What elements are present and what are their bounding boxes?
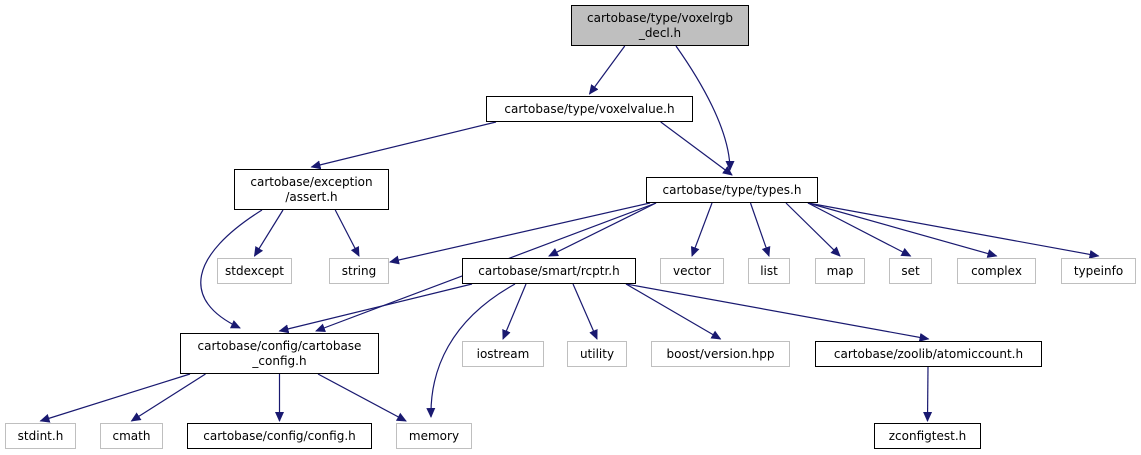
- edge-rcptr-to-utility: [572, 283, 598, 340]
- node-complex-label: complex: [971, 263, 1022, 278]
- edge-assert-to-cartobase-config: [200, 209, 263, 329]
- node-cartobase-config-h[interactable]: cartobase/config/cartobase _config.h: [180, 333, 379, 374]
- node-utility: utility: [567, 341, 627, 367]
- node-assert-h[interactable]: cartobase/exception /assert.h: [234, 169, 389, 210]
- node-map: map: [815, 258, 865, 284]
- edge-types-to-complex: [807, 202, 998, 258]
- node-boost-version-hpp-label: boost/version.hpp: [666, 346, 775, 361]
- edge-voxelvalue-to-assert: [310, 121, 497, 170]
- node-zconfigtest-h-label: zconfigtest.h: [888, 428, 967, 443]
- node-memory-label: memory: [408, 428, 460, 443]
- node-iostream-label: iostream: [476, 346, 530, 361]
- node-rcptr-h[interactable]: cartobase/smart/rcptr.h: [462, 258, 636, 284]
- edge-cartobase-config-to-memory: [317, 373, 407, 422]
- node-cmath-label: cmath: [112, 428, 151, 443]
- node-atomiccount-h[interactable]: cartobase/zoolib/atomiccount.h: [815, 341, 1042, 367]
- node-memory: memory: [396, 423, 472, 449]
- node-cmath: cmath: [100, 423, 163, 449]
- edge-rcptr-to-iostream: [502, 283, 527, 340]
- edge-types-to-vector: [690, 202, 713, 257]
- edge-cartobase-config-to-cmath: [130, 373, 206, 422]
- node-complex: complex: [957, 258, 1036, 284]
- node-config-h-label: cartobase/config/config.h: [203, 428, 356, 443]
- node-typeinfo-label: typeinfo: [1073, 263, 1124, 278]
- node-stdint-h-label: stdint.h: [17, 428, 64, 443]
- node-voxelvalue-h-label: cartobase/type/voxelvalue.h: [504, 101, 675, 116]
- node-assert-h-label: cartobase/exception /assert.h: [250, 174, 373, 204]
- node-utility-label: utility: [579, 346, 615, 361]
- edge-cartobase-config-to-stdint: [39, 373, 191, 423]
- edge-assert-to-stdexcept: [253, 209, 284, 257]
- node-list: list: [748, 258, 790, 284]
- node-atomiccount-h-label: cartobase/zoolib/atomiccount.h: [833, 346, 1024, 361]
- edge-voxelvalue-to-types: [660, 121, 733, 176]
- node-typeinfo: typeinfo: [1061, 258, 1136, 284]
- node-types-h[interactable]: cartobase/type/types.h: [646, 177, 818, 203]
- node-voxelrgb-decl-h-label: cartobase/type/voxelrgb _decl.h: [587, 10, 733, 40]
- edge-rcptr-to-boost-version: [625, 283, 722, 340]
- edge-assert-to-string: [334, 209, 360, 257]
- edge-voxelrgb-decl-to-voxelvalue: [588, 45, 626, 95]
- edge-types-to-rcptr: [548, 202, 657, 257]
- node-voxelvalue-h[interactable]: cartobase/type/voxelvalue.h: [486, 96, 693, 122]
- edge-rcptr-to-memory: [426, 283, 516, 418]
- node-string-label: string: [341, 263, 377, 278]
- node-vector: vector: [660, 258, 724, 284]
- edge-atomiccount-to-zconfigtest: [923, 366, 933, 422]
- edge-voxelrgb-decl-to-types: [675, 45, 735, 171]
- node-voxelrgb-decl-h: cartobase/type/voxelrgb _decl.h: [571, 5, 749, 46]
- node-stdint-h: stdint.h: [5, 423, 76, 449]
- edge-types-to-typeinfo: [807, 202, 1100, 259]
- node-string: string: [329, 258, 389, 284]
- node-boost-version-hpp: boost/version.hpp: [651, 341, 790, 367]
- node-config-h[interactable]: cartobase/config/config.h: [187, 423, 372, 449]
- node-vector-label: vector: [672, 263, 712, 278]
- node-zconfigtest-h[interactable]: zconfigtest.h: [874, 423, 981, 449]
- edge-rcptr-to-atomiccount: [625, 283, 930, 342]
- edge-types-to-string: [389, 202, 651, 265]
- edge-types-to-set: [807, 202, 912, 257]
- node-set-label: set: [901, 263, 920, 278]
- node-iostream: iostream: [462, 341, 544, 367]
- edge-types-to-map: [785, 202, 841, 257]
- node-stdexcept: stdexcept: [217, 258, 292, 284]
- node-map-label: map: [826, 263, 854, 278]
- node-list-label: list: [760, 263, 778, 278]
- node-rcptr-h-label: cartobase/smart/rcptr.h: [478, 263, 620, 278]
- node-stdexcept-label: stdexcept: [225, 263, 284, 278]
- edge-types-to-list: [749, 202, 771, 257]
- node-set: set: [889, 258, 932, 284]
- node-types-h-label: cartobase/type/types.h: [662, 182, 802, 197]
- edge-rcptr-to-cartobase-config: [278, 283, 473, 334]
- node-cartobase-config-h-label: cartobase/config/cartobase _config.h: [197, 338, 362, 368]
